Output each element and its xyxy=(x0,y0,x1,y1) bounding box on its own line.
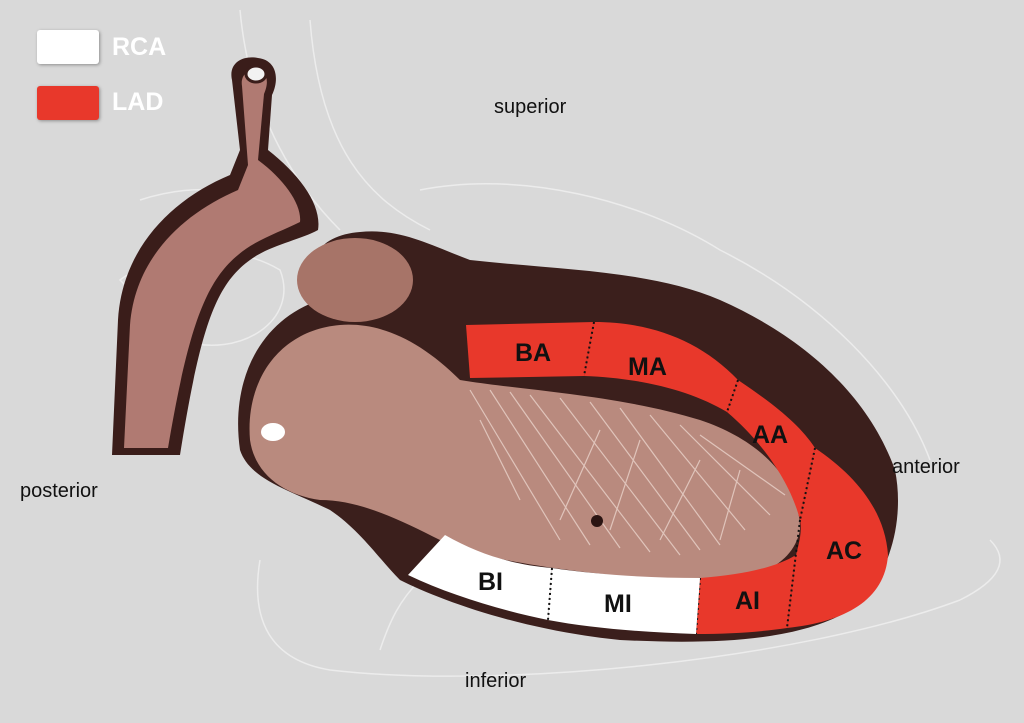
segment-ai xyxy=(696,555,796,634)
segment-ma xyxy=(584,322,738,412)
label-aa: AA xyxy=(752,421,788,449)
segment-aa xyxy=(727,380,815,520)
segment-ac xyxy=(787,448,888,628)
trabeculae xyxy=(469,389,786,556)
orientation-inferior: inferior xyxy=(465,670,527,692)
orientation-anterior: anterior xyxy=(892,456,960,478)
label-ai: AI xyxy=(735,587,760,615)
legend-swatch-rca xyxy=(37,30,99,64)
label-mi: MI xyxy=(604,590,632,618)
legend-label-rca: RCA xyxy=(112,33,167,61)
rca-territory xyxy=(408,535,700,634)
valve-opening xyxy=(261,423,285,441)
legend-swatch-lad xyxy=(37,86,99,120)
label-ma: MA xyxy=(628,353,667,381)
orientation-superior: superior xyxy=(494,96,567,118)
papillary-dot xyxy=(591,515,603,527)
left-atrium xyxy=(297,238,413,322)
label-bi: BI xyxy=(478,568,503,596)
segment-ba xyxy=(466,322,594,378)
label-ac: AC xyxy=(826,537,862,565)
lad-territory xyxy=(466,321,888,635)
segment-bi xyxy=(408,535,552,620)
segment-mi xyxy=(548,568,700,634)
aorta-vessel xyxy=(112,57,319,455)
ventricle-cavity xyxy=(249,324,800,583)
orientation-posterior: posterior xyxy=(20,480,98,502)
legend-label-lad: LAD xyxy=(112,88,164,116)
label-ba: BA xyxy=(515,339,551,367)
